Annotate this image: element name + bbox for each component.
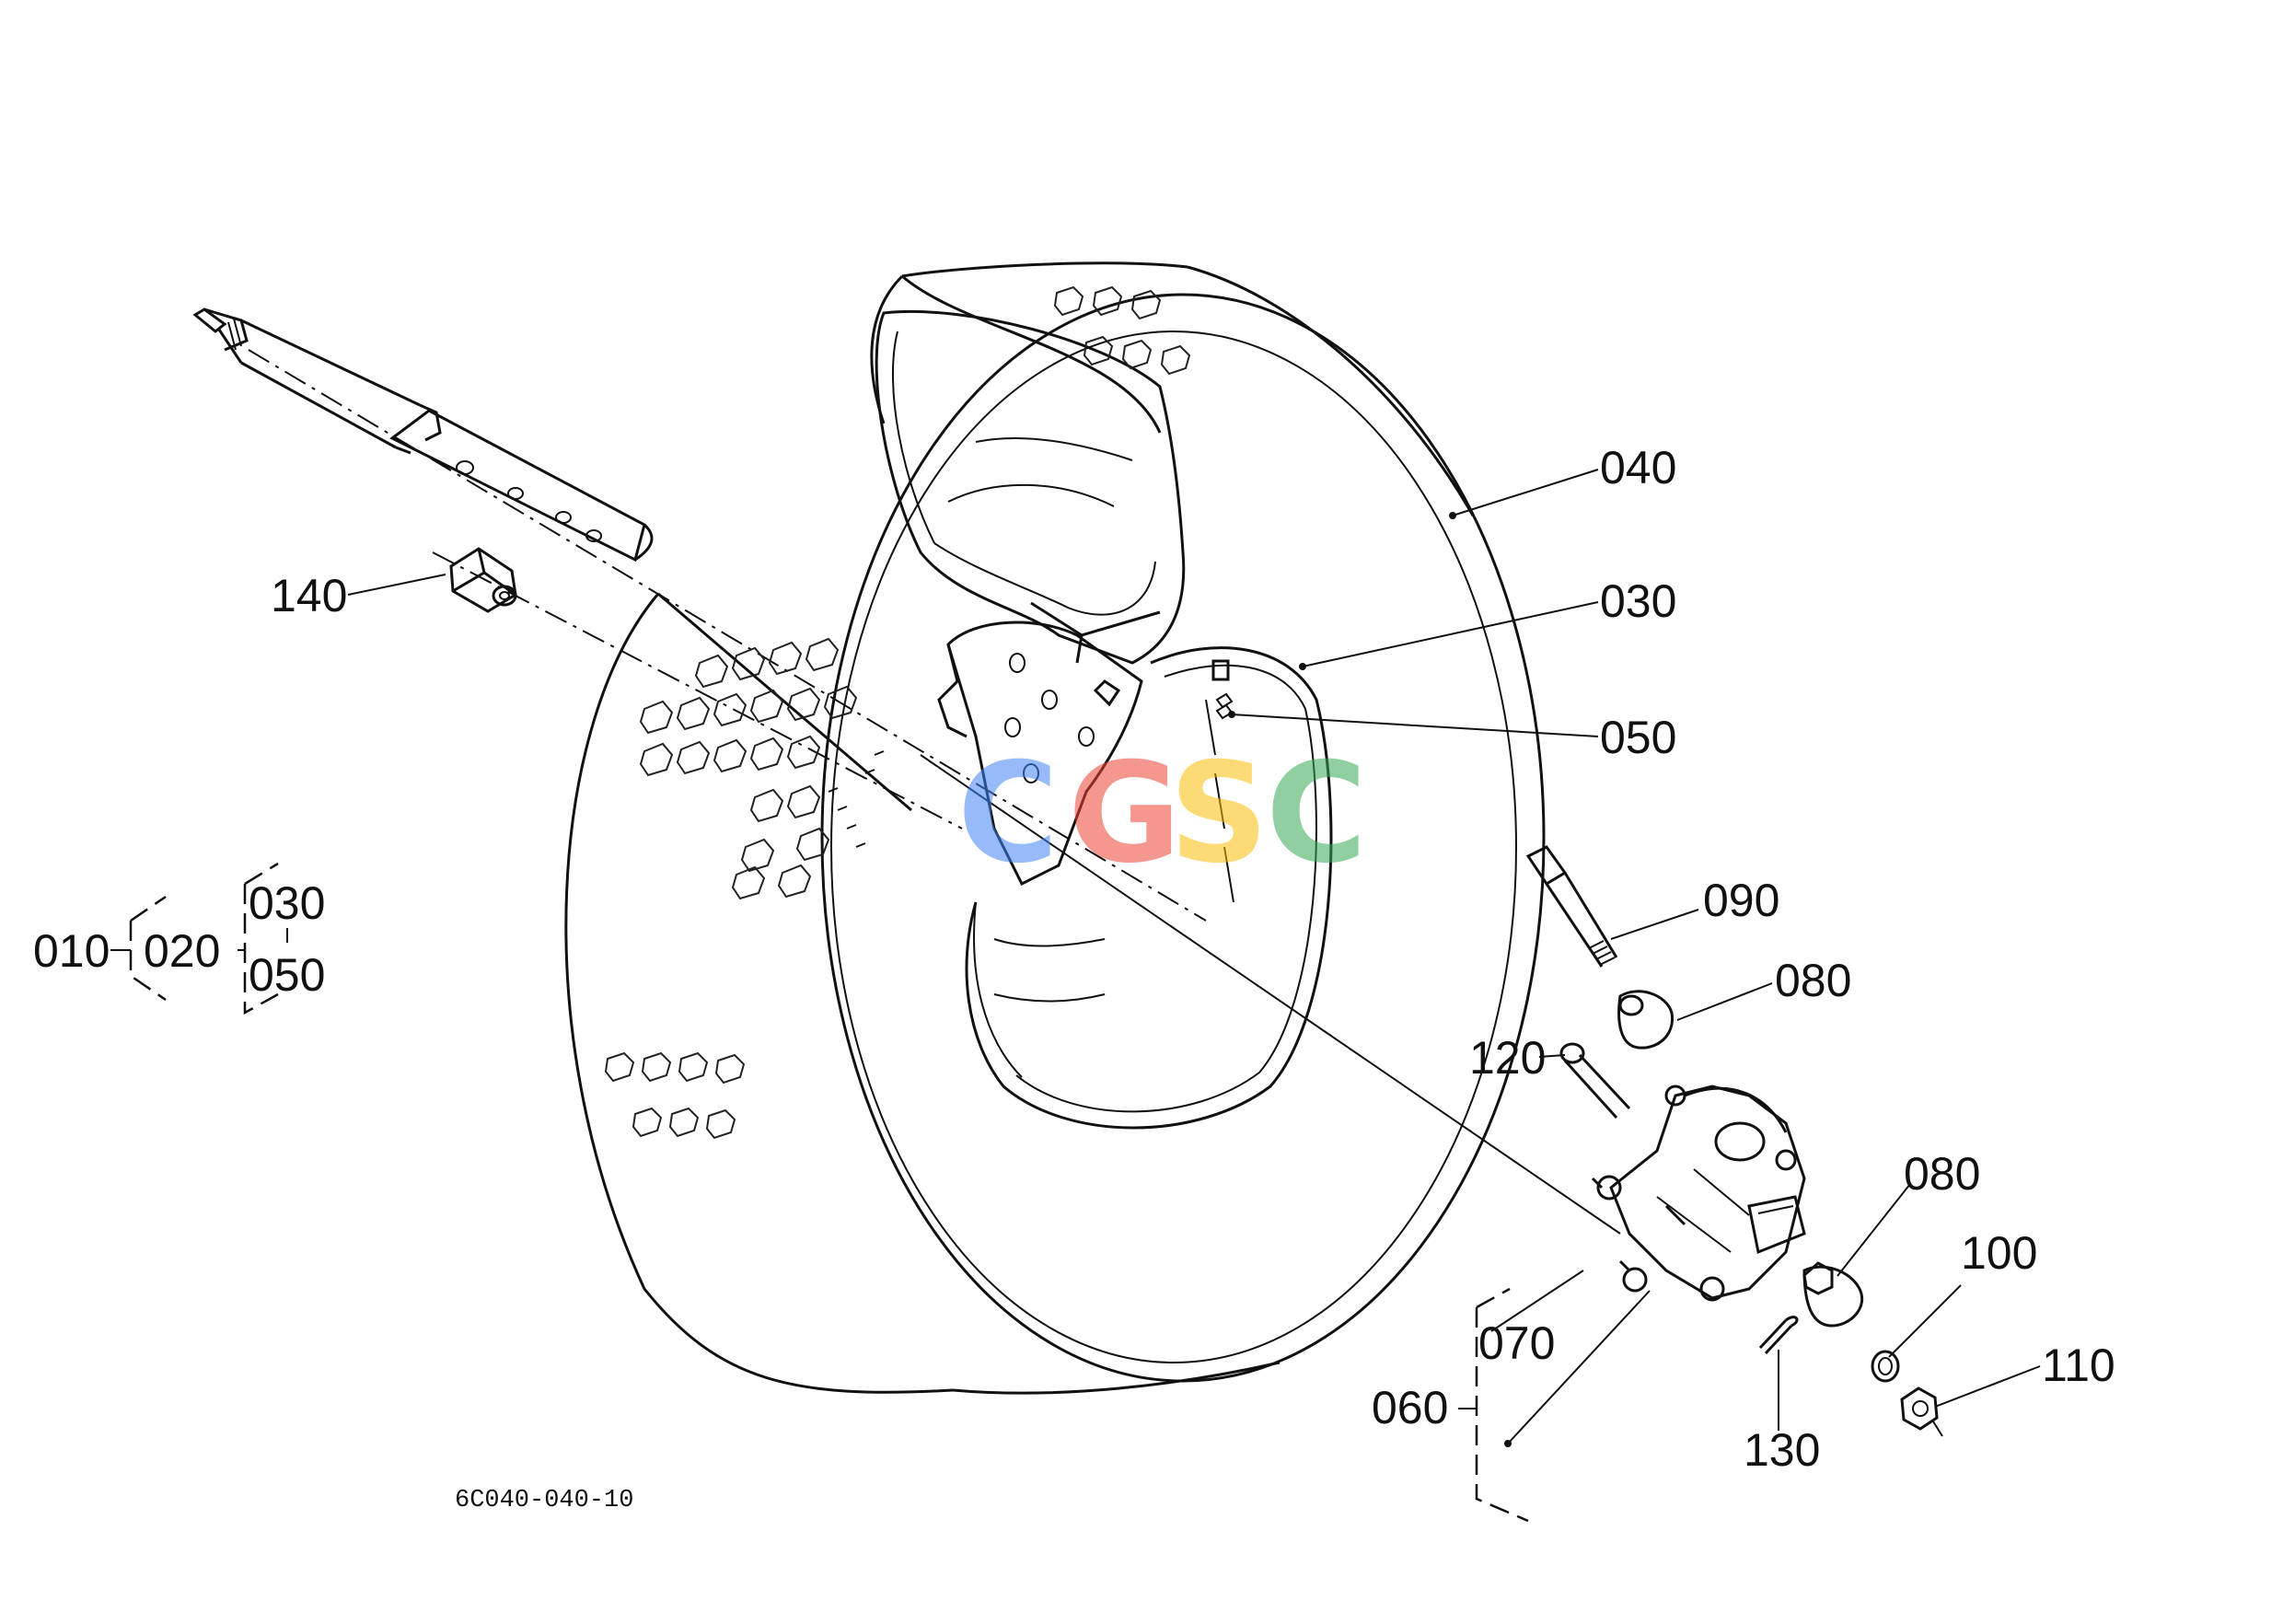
- tire-cutaway-section: [875, 309, 1186, 665]
- tread-pattern-bottom: [604, 1051, 746, 1140]
- hub-070: [1591, 1085, 1806, 1302]
- callout-120: 120: [1469, 1032, 1546, 1084]
- collar-140: [449, 547, 517, 613]
- callout-140: 140: [271, 570, 347, 621]
- nut-110: [1900, 1386, 1943, 1437]
- hub-axis-line: [920, 754, 1621, 1235]
- assembly-centerline: [248, 349, 1207, 922]
- callout-090: 090: [1703, 875, 1779, 926]
- spacer-080-top: [1617, 990, 1674, 1050]
- pin-120: [1559, 1042, 1631, 1119]
- tread-pattern-left: [639, 637, 885, 900]
- tread-pattern-top: [1053, 285, 1191, 376]
- callout-110: 110: [2042, 1340, 2115, 1391]
- watermark-letter-g: G: [1068, 734, 1181, 894]
- washer-100: [1871, 1350, 1900, 1383]
- spacer-080-bottom: [1802, 1261, 1864, 1328]
- tree-030: 030: [249, 877, 325, 929]
- callout-130: 130: [1744, 1424, 1820, 1476]
- tree-020: 020: [144, 925, 220, 977]
- rim-030: [965, 646, 1333, 1130]
- watermark-letter-c2: C: [1266, 734, 1367, 894]
- tire-040: [564, 261, 1546, 1395]
- callout-030: 030: [1600, 575, 1676, 627]
- callout-100: 100: [1961, 1227, 2037, 1279]
- callout-080-top: 080: [1775, 955, 1851, 1006]
- tree-050: 050: [249, 949, 325, 1001]
- wheel-axis-line: [432, 551, 963, 829]
- watermark-letter-s: S: [1169, 734, 1269, 894]
- axle-shaft: [192, 307, 654, 563]
- cotter-pin-130: [1758, 1316, 1799, 1355]
- valve-050: [1211, 659, 1234, 720]
- bolt-090: [1525, 845, 1618, 968]
- callout-070: 070: [1478, 1317, 1555, 1369]
- assembly-tree-lines: [110, 862, 288, 1015]
- watermark-letter-c1: C: [957, 734, 1059, 894]
- tree-010: 010: [33, 925, 110, 977]
- drawing-code: 6C040-040-10: [455, 1487, 633, 1514]
- callout-050: 050: [1600, 712, 1676, 763]
- bracket-060: [1458, 1287, 1529, 1523]
- callout-060: 060: [1372, 1382, 1448, 1433]
- callout-040: 040: [1600, 442, 1676, 493]
- callout-080-bottom: 080: [1904, 1148, 1980, 1200]
- rim-disc: [937, 621, 1143, 887]
- watermark-cgsc: C G S C: [957, 734, 1367, 894]
- leader-lines: [347, 469, 2041, 1447]
